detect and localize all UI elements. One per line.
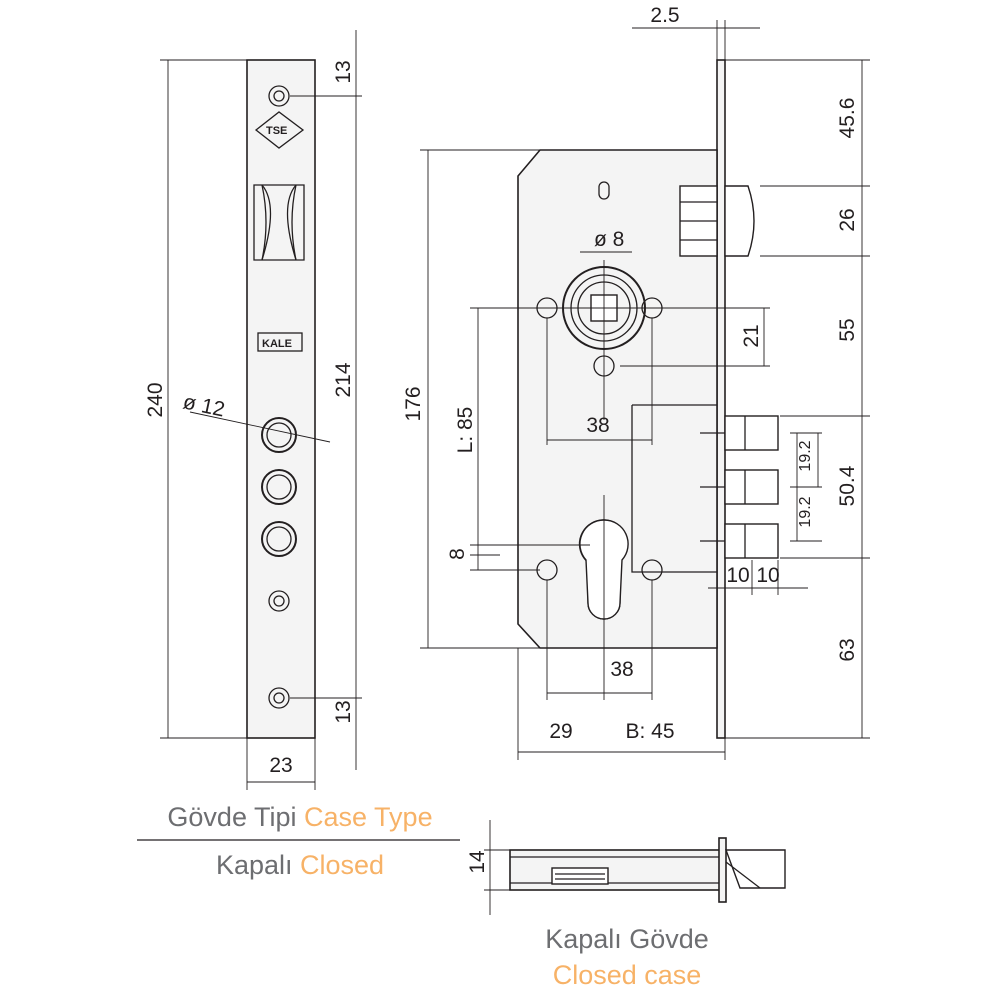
dim-L-label: L: 85 [454, 407, 477, 454]
closed-tr: Kapalı [216, 850, 293, 880]
dim-13-top-label: 13 [332, 60, 355, 83]
deadbolt-hole-2 [261, 469, 297, 505]
dim-50-4-label: 50.4 [836, 465, 859, 506]
dim-23-label: 23 [269, 754, 292, 777]
dim-38-top-label: 38 [586, 414, 609, 437]
side-view: 2.5 45.6 26 55 50.4 63 19.2 19.2 10 10 1 [402, 4, 870, 760]
dim-2-5-label: 2.5 [650, 4, 679, 27]
faceplate-front [246, 59, 316, 739]
spindle-slot-icon [598, 181, 610, 200]
dim-B-label: B: 45 [625, 720, 674, 743]
closed-case-caption-en: Closed case [553, 960, 702, 990]
closed-case-caption-tr: Kapalı Gövde [545, 924, 709, 954]
dim-hole-label: ø 12 [181, 390, 227, 421]
case-type-en: Case Type [304, 802, 433, 832]
deadbolt-1 [700, 415, 779, 451]
dim-21-label: 21 [740, 324, 763, 347]
closed-en: Closed [300, 850, 384, 880]
dim-45-6-label: 45.6 [836, 98, 859, 139]
front-view: TSE KALE [144, 30, 362, 790]
dimension-240: 240 [144, 59, 247, 739]
dim-10-right-label: 10 [756, 564, 779, 587]
dim-55-label: 55 [836, 318, 859, 341]
case-type-legend: Gövde Tipi Case Type Kapalı Closed [137, 802, 460, 880]
top-view-faceplate [718, 837, 727, 903]
dim-63-label: 63 [836, 638, 859, 661]
latch-bolt-side [679, 185, 755, 257]
top-view: 14 Kapalı Gövde Closed case [466, 820, 786, 990]
deadbolt-hole-3 [261, 521, 297, 557]
kale-logo: KALE [257, 332, 303, 352]
dim-14-label: 14 [466, 850, 489, 874]
tse-logo-text: TSE [266, 125, 287, 137]
deadbolt-housing [631, 404, 717, 573]
dim-10-left-label: 10 [726, 564, 749, 587]
closed-case-body [509, 849, 721, 891]
dim-38-bottom-label: 38 [610, 658, 633, 681]
dim-240-label: 240 [144, 382, 167, 417]
top-screw-icon [268, 85, 290, 107]
deadbolt-3 [700, 523, 779, 559]
dim-spindle-label: ø 8 [594, 228, 624, 251]
dim-176-label: 176 [402, 386, 425, 421]
top-view-latch [724, 849, 786, 889]
deadbolt-2 [700, 469, 779, 505]
dim-26-label: 26 [836, 208, 859, 231]
dim-29-label: 29 [549, 720, 572, 743]
case-type-title: Gövde Tipi Case Type [167, 802, 432, 832]
tse-logo: TSE [254, 111, 305, 149]
top-view-mechanism [551, 867, 609, 885]
dim-8-left-label: 8 [446, 548, 469, 560]
closed-type: Kapalı Closed [216, 850, 384, 880]
dim-13-bottom-label: 13 [332, 700, 355, 723]
latch-bolt-front [253, 184, 305, 261]
kale-logo-text: KALE [262, 338, 292, 350]
dimension-2-5: 2.5 [632, 4, 760, 60]
dim-214-label: 214 [332, 362, 355, 397]
faceplate-side [716, 59, 726, 739]
dim-19-2-top-label: 19.2 [797, 440, 814, 471]
dimension-23: 23 [246, 738, 316, 790]
dim-19-2-bottom-label: 19.2 [797, 496, 814, 527]
dimension-214: 214 [290, 30, 362, 770]
bottom-screw-icon [268, 687, 290, 709]
case-type-tr: Gövde Tipi [167, 802, 296, 832]
center-screw-icon [268, 590, 290, 612]
